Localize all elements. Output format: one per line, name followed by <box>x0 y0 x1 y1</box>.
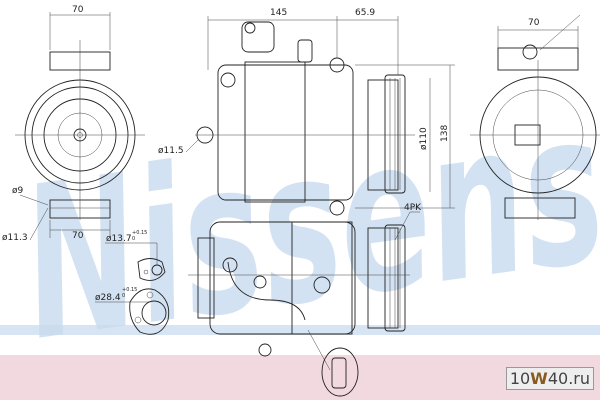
dim-pulley-diameter: ø110 <box>419 127 429 150</box>
front-view <box>15 12 145 241</box>
dim-side-mount-hole: ø11.5 <box>158 146 184 156</box>
dim-side-length-pulley: 65.9 <box>355 8 375 18</box>
dim-front-bottom-width: 70 <box>72 231 84 241</box>
port-small-detail <box>105 242 166 281</box>
pink-band <box>0 355 600 400</box>
dim-front-hole-small: ø9 <box>12 186 24 196</box>
logo-part-right: 40.ru <box>547 369 590 388</box>
site-logo: 10W40.ru <box>505 367 594 390</box>
dim-rear-width: 70 <box>528 18 540 28</box>
dim-overall-height: 138 <box>440 125 450 142</box>
side-view <box>185 16 455 216</box>
dim-port-large-tol-upper: +0.15 <box>122 287 137 293</box>
bottom-view <box>188 211 420 397</box>
logo-part-left: 10 <box>509 369 531 388</box>
connector-detail <box>321 347 359 397</box>
dim-port-large: ø28.4 <box>95 293 121 303</box>
logo-part-mid: W <box>530 369 548 388</box>
blue-band <box>0 325 600 335</box>
dim-port-large-tol-lower: 0 <box>122 293 125 299</box>
dim-port-small-tol-lower: 0 <box>132 236 135 242</box>
dim-port-small-tol-upper: +0.15 <box>132 230 147 236</box>
dim-front-hole-large: ø11.3 <box>2 233 28 243</box>
dim-port-small: ø13.7 <box>106 234 132 244</box>
rear-view <box>470 14 600 220</box>
port-large-detail <box>95 288 170 335</box>
dim-belt-type: 4PK <box>404 203 422 213</box>
dim-front-top-width: 70 <box>72 5 84 15</box>
dim-side-length-body: 145 <box>270 8 287 18</box>
